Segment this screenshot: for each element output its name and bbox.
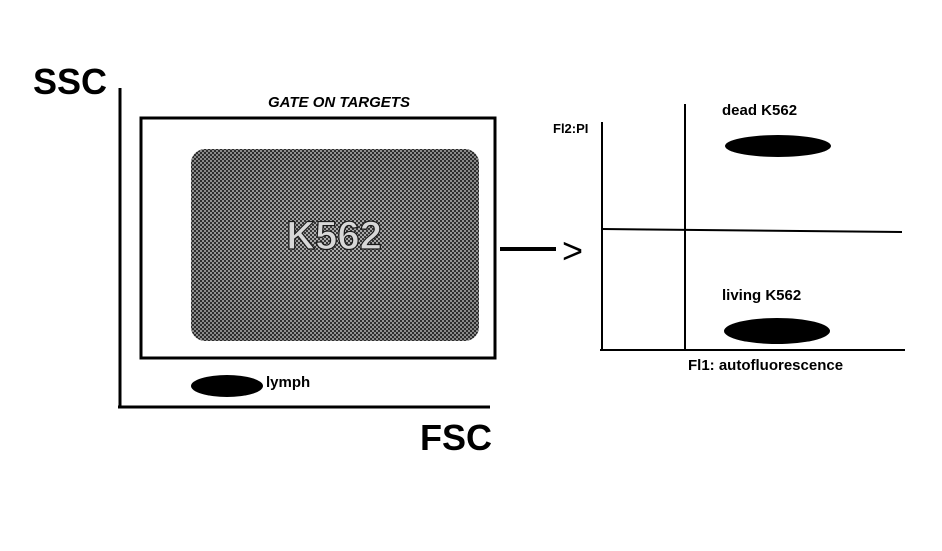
dead-k562-population [725, 135, 831, 157]
gate-box [139, 116, 497, 360]
right-quadrant-plot: Fl2:PI Fl1: autofluorescence dead K562 l… [553, 102, 905, 374]
k562-population [191, 149, 479, 341]
fsc-axis-label: FSC [420, 417, 492, 458]
dead-k562-label: dead K562 [722, 102, 797, 119]
arrow-head-icon: > [562, 230, 583, 271]
lymph-label: lymph [266, 374, 310, 391]
k562-population-label: K562 [286, 214, 382, 258]
living-k562-label: living K562 [722, 287, 801, 304]
horizontal-gate-line [601, 228, 903, 233]
gate-arrow: > [500, 230, 583, 271]
pi-axis-label: Fl2:PI [553, 121, 588, 136]
lymph-population [191, 375, 263, 397]
living-k562-population [724, 318, 830, 344]
ssc-axis-label: SSC [33, 61, 107, 102]
left-scatter-plot: SSC FSC GATE ON TARGETS K562 lymph [33, 61, 497, 458]
gate-label: GATE ON TARGETS [268, 94, 410, 111]
autofluorescence-axis-label: Fl1: autofluorescence [688, 357, 843, 374]
